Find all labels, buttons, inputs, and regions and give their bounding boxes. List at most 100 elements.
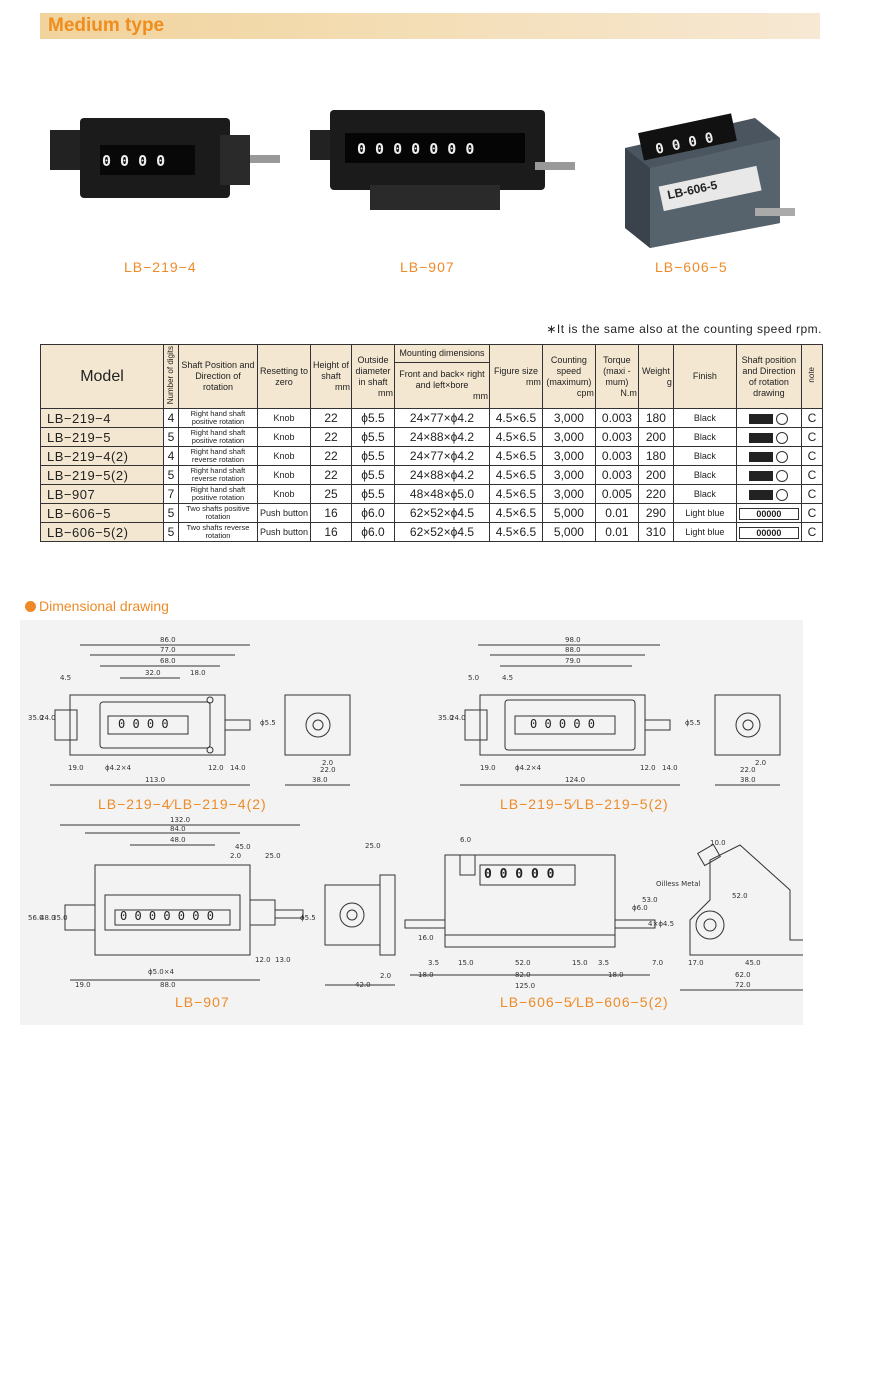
cell-finish: Light blue <box>672 522 737 543</box>
header-finish: Finish <box>672 343 737 410</box>
rotation-icon <box>776 451 789 464</box>
cell-note: C <box>800 446 824 467</box>
dimension-label: 38.0 <box>740 776 756 784</box>
counter-digits: 0 0 0 0 <box>102 152 166 170</box>
product-photo-lb-606-5: 0 0 0 0 LB-606-5 <box>605 88 795 258</box>
cell-speed: 3,000 <box>541 408 596 429</box>
cell-digits: 5 <box>162 503 179 524</box>
dimension-label: 48.0 <box>170 836 186 844</box>
header-digits: Number of digits <box>162 343 179 410</box>
cell-weight: 220 <box>637 484 674 505</box>
dimension-label: 4.5 <box>502 674 513 682</box>
dimension-label: 52.0 <box>515 959 531 967</box>
photo-label-lb-219-4: LB−219−4 <box>124 259 197 275</box>
cell-reset: Knob <box>256 427 312 448</box>
header-mounting: Mounting dimensions <box>393 344 490 363</box>
dimension-label: 72.0 <box>735 981 751 989</box>
cell-outside: ϕ6.0 <box>350 503 395 524</box>
header-reset: Resetting to zero <box>256 343 312 410</box>
cell-model: LB−907 <box>40 484 164 505</box>
cell-drawing <box>735 427 802 448</box>
dimension-label: 12.0 <box>208 764 224 772</box>
dimension-label: 42.0 <box>355 981 371 989</box>
dimension-label: 7.0 <box>652 959 663 967</box>
cell-drawing: 00000 <box>735 522 802 543</box>
dimension-label: ϕ4.2×4 <box>105 764 132 772</box>
cell-height: 22 <box>310 408 352 429</box>
cell-weight: 200 <box>637 427 674 448</box>
cell-mounting: 48×48×ϕ5.0 <box>393 484 490 505</box>
rotation-icon <box>776 489 789 502</box>
dimension-label: 88.0 <box>160 981 176 989</box>
cell-finish: Light blue <box>672 503 737 524</box>
dimension-label: 13.0 <box>275 956 291 964</box>
cell-outside: ϕ5.5 <box>350 408 395 429</box>
mini-counter-icon <box>749 490 774 501</box>
cell-height: 25 <box>310 484 352 505</box>
drawing-lb-219-5-side <box>714 694 781 786</box>
cell-shaft: Two shafts reverse rotation <box>177 522 258 543</box>
cell-height: 22 <box>310 446 352 467</box>
cell-model: LB−606−5 <box>40 503 164 524</box>
dimension-label: 18.0 <box>418 971 434 979</box>
cell-note: C <box>800 465 824 486</box>
cell-mounting: 62×52×ϕ4.5 <box>393 503 490 524</box>
dimension-label: 19.0 <box>68 764 84 772</box>
product-photo-lb-907: 0 0 0 0 0 0 0 <box>305 100 575 225</box>
cell-height: 22 <box>310 465 352 486</box>
cell-drawing <box>735 408 802 429</box>
dimension-label: 5.0 <box>468 674 479 682</box>
dimension-label: 19.0 <box>480 764 496 772</box>
drawing-label-lb-907: LB−907 <box>175 994 230 1010</box>
cell-shaft: Right hand shaft positive rotation <box>177 408 258 429</box>
cell-drawing <box>735 446 802 467</box>
cell-torque: 0.01 <box>594 503 639 524</box>
cell-speed: 5,000 <box>541 522 596 543</box>
cell-height: 16 <box>310 503 352 524</box>
dimension-label: 25.0 <box>365 842 381 850</box>
cell-model: LB−219−4(2) <box>40 446 164 467</box>
dimension-label: 22.0 <box>740 766 756 774</box>
cell-height: 16 <box>310 522 352 543</box>
bullet-dot-icon <box>25 601 36 612</box>
dimension-label: 3.5 <box>428 959 439 967</box>
cell-torque: 0.003 <box>594 465 639 486</box>
dimension-label: 2.0 <box>322 759 333 767</box>
cell-figure: 4.5×6.5 <box>488 484 543 505</box>
cell-reset: Knob <box>256 446 312 467</box>
cell-mounting: 24×77×ϕ4.2 <box>393 408 490 429</box>
cell-speed: 5,000 <box>541 503 596 524</box>
header-band: Medium type <box>40 13 820 39</box>
drawing-digits-d2: 0 0 0 0 0 <box>530 717 596 731</box>
dimension-label: ϕ6.0 <box>632 904 648 912</box>
cell-figure: 4.5×6.5 <box>488 465 543 486</box>
cell-mounting: 62×52×ϕ4.5 <box>393 522 490 543</box>
dimension-label: 48.0 <box>40 914 56 922</box>
cell-mounting: 24×77×ϕ4.2 <box>393 446 490 467</box>
rotation-icon <box>776 470 789 483</box>
header-torque: Torque (maxi -mum)N.m <box>594 343 639 410</box>
dimension-label: 24.0 <box>40 714 56 722</box>
cell-shaft: Right hand shaft reverse rotation <box>177 446 258 467</box>
cell-digits: 5 <box>162 427 179 448</box>
dimension-label: 84.0 <box>170 825 186 833</box>
cell-finish: Black <box>672 408 737 429</box>
mini-counter-icon <box>749 452 774 463</box>
cell-finish: Black <box>672 484 737 505</box>
drawing-lb-907-side <box>324 874 396 986</box>
dimension-label: 38.0 <box>312 776 328 784</box>
product-photo-lb-219-4: 0 0 0 0 <box>40 100 280 240</box>
dimension-label: ϕ5.5 <box>685 719 701 727</box>
dimension-label: 32.0 <box>145 669 161 677</box>
dimension-label: 4×ϕ4.5 <box>648 920 674 928</box>
section-title: Dimensional drawing <box>25 598 169 614</box>
dimension-label: 77.0 <box>160 646 176 654</box>
dimension-label: 124.0 <box>565 776 585 784</box>
